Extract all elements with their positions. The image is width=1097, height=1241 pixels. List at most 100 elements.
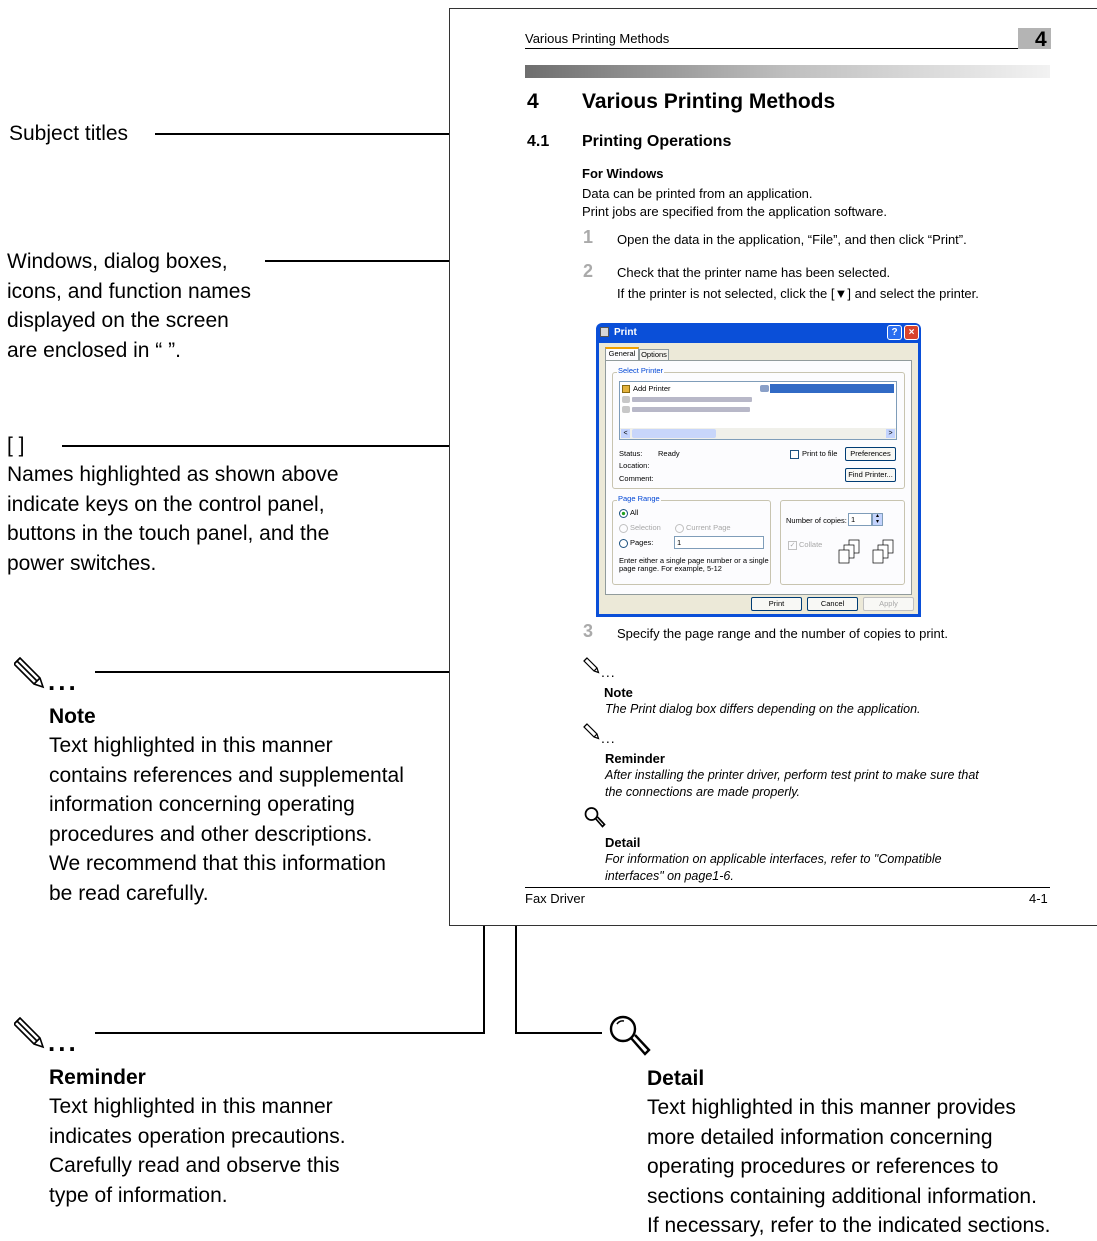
- subhead: For Windows: [582, 166, 664, 181]
- page-range-group: [612, 500, 771, 585]
- cancel-button[interactable]: Cancel: [807, 597, 858, 611]
- pages-radio[interactable]: [619, 539, 628, 548]
- footer-rule: [525, 887, 1050, 888]
- status-value: Ready: [658, 449, 680, 458]
- header-num: 4: [1035, 28, 1047, 51]
- print-button[interactable]: Print: [751, 597, 802, 611]
- subject-titles-label: Subject titles: [9, 122, 129, 145]
- reminder-annotation: Text highlighted in this manner indicate…: [49, 1095, 346, 1207]
- close-button[interactable]: ×: [904, 325, 919, 340]
- page-range-label: Page Range: [617, 494, 661, 503]
- location-label: Location:: [619, 461, 650, 470]
- pages-label: Pages:: [630, 538, 654, 547]
- apply-button[interactable]: Apply: [863, 597, 914, 611]
- step-text: If the printer is not selected, click th…: [617, 286, 979, 301]
- reminder-title: Reminder: [49, 1066, 146, 1089]
- note-title: Note: [49, 705, 96, 728]
- pencil-icon: [583, 723, 600, 740]
- header-left: Various Printing Methods: [525, 31, 670, 46]
- pencil-icon: [14, 656, 45, 689]
- add-printer-item[interactable]: Add Printer: [633, 384, 671, 393]
- copies-spinner-icon[interactable]: ▴▾: [872, 513, 883, 526]
- copies-group: [780, 500, 905, 585]
- hint-line-2: page range. For example, 5-12: [619, 564, 722, 573]
- add-printer-icon: [622, 385, 630, 393]
- print-dialog: Print ? × General Options Select Printer…: [596, 323, 921, 617]
- step-text: Open the data in the application, “File”…: [617, 232, 967, 247]
- selected-printer-item[interactable]: [770, 384, 894, 393]
- collate-checkbox[interactable]: ✓: [788, 541, 797, 550]
- note-annotation: Text highlighted in this manner contains…: [49, 734, 404, 905]
- page-detail-text-1: For information on applicable interfaces…: [605, 852, 942, 866]
- page-reminder-text-1: After installing the printer driver, per…: [605, 768, 979, 782]
- step-number: 2: [583, 261, 594, 281]
- tab-panel: Select Printer Add Printer < > Status: R…: [605, 360, 912, 595]
- header-num-box: [1018, 28, 1051, 49]
- page-reminder-dots: ...: [601, 730, 616, 746]
- printer-list[interactable]: Add Printer < >: [619, 381, 897, 440]
- scroll-thumb[interactable]: [632, 429, 716, 438]
- step-number: 1: [583, 227, 594, 247]
- scroll-right-icon[interactable]: >: [886, 429, 895, 438]
- printer-icon: [622, 406, 630, 413]
- step-text: Specify the page range and the number of…: [617, 626, 948, 641]
- step-text: Check that the printer name has been sel…: [617, 265, 891, 280]
- all-label: All: [630, 508, 639, 517]
- pencil-icon: [583, 657, 600, 674]
- printer-item[interactable]: [632, 407, 750, 412]
- dialog-title: Print: [614, 327, 637, 338]
- printer-item[interactable]: [632, 397, 752, 402]
- detail-title: Detail: [647, 1067, 705, 1090]
- all-radio[interactable]: [619, 509, 628, 518]
- select-printer-label: Select Printer: [617, 366, 665, 375]
- brackets-symbol: [ ]: [7, 434, 25, 457]
- copies-label: Number of copies:: [786, 516, 847, 525]
- intro-line-1: Data can be printed from an application.: [582, 186, 813, 201]
- header-rule: [525, 48, 1050, 49]
- page-note-title: Note: [604, 685, 633, 700]
- page-note-dots: ...: [601, 664, 616, 680]
- footer-right: 4-1: [1029, 891, 1048, 906]
- pencil-icon: [14, 1016, 45, 1049]
- horizontal-scrollbar[interactable]: < >: [620, 428, 896, 439]
- comment-label: Comment:: [619, 474, 654, 483]
- page-note-text: The Print dialog box differs depending o…: [605, 702, 921, 716]
- chapter-num: 4: [527, 90, 539, 113]
- current-page-radio[interactable]: [675, 524, 684, 533]
- collate-label: Collate: [799, 540, 823, 549]
- chapter-title: Various Printing Methods: [582, 90, 836, 113]
- windows-annotation: Windows, dialog boxes, icons, and functi…: [7, 250, 251, 362]
- tab-options[interactable]: Options: [639, 349, 669, 360]
- print-to-file-label: Print to file: [802, 449, 838, 458]
- hint-line-1: Enter either a single page number or a s…: [619, 556, 769, 565]
- section-title: Printing Operations: [582, 133, 732, 150]
- find-printer-button[interactable]: Find Printer...: [845, 468, 896, 482]
- pages-input[interactable]: 1: [674, 536, 764, 549]
- copies-input[interactable]: 1: [848, 513, 872, 526]
- selection-label: Selection: [630, 523, 661, 532]
- page-reminder-title: Reminder: [605, 751, 665, 766]
- status-label: Status:: [619, 449, 643, 458]
- page-reminder-text-2: the connections are made properly.: [605, 785, 801, 799]
- select-printer-group: [612, 372, 905, 489]
- print-to-file-checkbox[interactable]: [790, 450, 799, 459]
- page-detail-text-2: interfaces" on page1-6.: [605, 869, 734, 883]
- tab-general[interactable]: General: [605, 347, 639, 360]
- brackets-annotation: Names highlighted as shown above indicat…: [7, 463, 339, 575]
- header-gradient-bar: [525, 65, 1050, 78]
- intro-line-2: Print jobs are specified from the applic…: [582, 204, 887, 219]
- dialog-body: General Options Select Printer Add Print…: [599, 343, 918, 614]
- magnifier-icon: [584, 807, 606, 828]
- current-page-label: Current Page: [686, 523, 731, 532]
- printer-icon: [622, 396, 630, 403]
- help-button[interactable]: ?: [887, 325, 902, 340]
- printer-icon: [600, 327, 609, 337]
- magnifier-icon: [609, 1015, 651, 1056]
- collate-pages-icon: [838, 539, 894, 564]
- note-dots: ...: [48, 666, 79, 696]
- scroll-left-icon[interactable]: <: [621, 429, 630, 438]
- selection-radio[interactable]: [619, 524, 628, 533]
- page-detail-title: Detail: [605, 835, 641, 850]
- preferences-button[interactable]: Preferences: [845, 447, 896, 461]
- step-number: 3: [583, 621, 594, 641]
